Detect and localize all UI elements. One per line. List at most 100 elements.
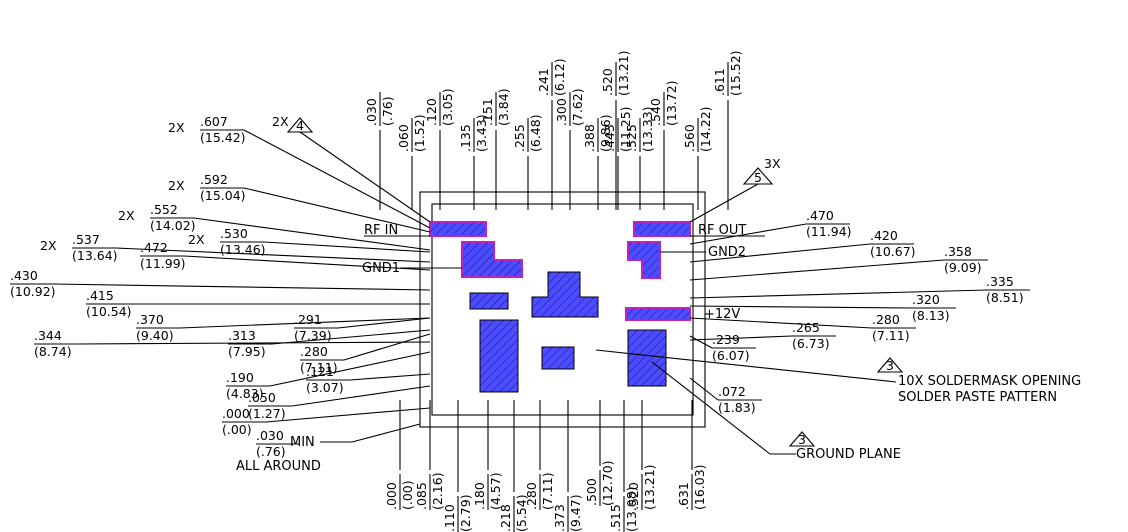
rf-in-pad bbox=[429, 221, 487, 237]
left-dim-mm: (.76) bbox=[256, 444, 286, 459]
left-dim-11: .291(7.39) bbox=[294, 312, 431, 343]
left-dim-15: .050(1.27) bbox=[248, 385, 431, 421]
right-dim-inch: .470 bbox=[806, 208, 834, 223]
note-4-multiplier: 2X bbox=[272, 114, 289, 129]
left-dim-7: .415(10.54) bbox=[86, 288, 430, 319]
top-dim-mm: (6.48) bbox=[528, 114, 543, 152]
top-dim-inch: .525 bbox=[624, 124, 639, 152]
bottom-dim-6: .373(9.47) bbox=[552, 494, 583, 532]
bottom-dim-mm: (9.47) bbox=[568, 494, 583, 532]
note-3-triangle-soldermask bbox=[876, 357, 904, 373]
left-dim-inch: .537 bbox=[72, 232, 100, 247]
left-dim-3: 2X .537(13.64) bbox=[40, 232, 431, 263]
ground-plane-pad-right bbox=[627, 329, 667, 387]
right-dim-inch: .265 bbox=[792, 320, 820, 335]
left-dim-9: .344(8.74) bbox=[34, 328, 431, 359]
right-dim-mm: (11.94) bbox=[806, 224, 852, 239]
left-dim-mm: (15.42) bbox=[200, 130, 246, 145]
note-3-triangle-ground bbox=[788, 431, 816, 447]
left-dim-inch: .592 bbox=[200, 172, 228, 187]
top-dim-mm: (.76) bbox=[380, 96, 395, 126]
top-dim-10: .520(13.21) bbox=[600, 50, 631, 96]
bottom-dim-mm: (.00) bbox=[400, 480, 415, 510]
bottom-dim-0: .000(.00) bbox=[384, 474, 415, 510]
right-dim-2: .358(9.09) bbox=[689, 244, 988, 281]
right-dim-inch: .239 bbox=[712, 332, 740, 347]
bottom-dim-inch: .085 bbox=[414, 482, 429, 510]
top-dim-7: .300(7.62) bbox=[554, 88, 585, 126]
all-around-label: ALL AROUND bbox=[236, 459, 321, 474]
top-dim-13: .560(14.22) bbox=[682, 106, 713, 152]
left-dim-multiplier: 2X bbox=[118, 208, 135, 223]
center-ground-pad bbox=[531, 271, 599, 318]
left-dim-8: .370(9.40) bbox=[136, 312, 431, 343]
top-dim-mm: (15.52) bbox=[728, 50, 743, 96]
small-pad-center bbox=[541, 346, 575, 370]
bottom-dim-10: .631(16.03) bbox=[676, 464, 707, 510]
top-dim-inch: .560 bbox=[682, 124, 697, 152]
left-dim-6: .430(10.92) bbox=[10, 268, 431, 299]
bottom-dim-mm: (13.08) bbox=[624, 486, 639, 532]
right-dim-1: .420(10.67) bbox=[689, 228, 916, 263]
package-outline-outer bbox=[419, 191, 706, 428]
small-pad-left bbox=[469, 292, 509, 310]
bottom-dim-mm: (2.79) bbox=[458, 494, 473, 532]
left-dim-0: 2X.607(15.42) bbox=[168, 114, 431, 229]
ground-plane-pad-left bbox=[479, 319, 519, 393]
bottom-dim-2: .110(2.79) bbox=[442, 494, 473, 532]
left-dim-multiplier: 2X bbox=[168, 178, 185, 193]
left-dim-inch: .415 bbox=[86, 288, 114, 303]
bottom-dim-mm: (5.54) bbox=[514, 494, 529, 532]
rf-out-pad bbox=[633, 221, 691, 237]
top-dim-12: .540(13.72) bbox=[648, 80, 679, 126]
bottom-dim-mm: (2.16) bbox=[430, 472, 445, 510]
left-dim-mm: (14.02) bbox=[150, 218, 196, 233]
gnd1-label: GND1 bbox=[362, 261, 400, 276]
left-dim-16: .000(.00) bbox=[222, 406, 431, 437]
left-dim-mm: (10.54) bbox=[86, 304, 132, 319]
bottom-dim-inch: .515 bbox=[608, 504, 623, 532]
right-dim-mm: (6.07) bbox=[712, 348, 750, 363]
bottom-dim-8: .515(13.08) bbox=[608, 486, 639, 532]
right-dim-inch: .320 bbox=[912, 292, 940, 307]
top-dim-mm: (13.21) bbox=[616, 50, 631, 96]
right-dim-3: .335(8.51) bbox=[689, 274, 1030, 305]
min-label: MIN bbox=[290, 435, 315, 450]
bottom-dim-5: .280(7.11) bbox=[524, 472, 555, 510]
solder-paste-note: SOLDER PASTE PATTERN bbox=[898, 390, 1057, 405]
left-dim-mm: (15.04) bbox=[200, 188, 246, 203]
left-dim-inch: .313 bbox=[228, 328, 256, 343]
v12-label: +12V bbox=[704, 307, 740, 322]
top-dim-14: .611(15.52) bbox=[712, 50, 743, 96]
left-dim-inch: .050 bbox=[248, 390, 276, 405]
note-5-number: 5 bbox=[754, 170, 762, 185]
left-dim-mm: (13.64) bbox=[72, 248, 118, 263]
left-dim-inch: .190 bbox=[226, 370, 254, 385]
top-dim-mm: (1.52) bbox=[412, 114, 427, 152]
top-dim-mm: (3.84) bbox=[496, 88, 511, 126]
left-dim-multiplier: 2X bbox=[40, 238, 57, 253]
bottom-dim-1: .085(2.16) bbox=[414, 472, 445, 510]
top-dim-inch: .520 bbox=[600, 68, 615, 96]
left-dim-inch: .344 bbox=[34, 328, 62, 343]
left-dim-multiplier: 2X bbox=[168, 120, 185, 135]
note-3-number-ground: 3 bbox=[798, 432, 806, 447]
left-dim-1: 2X .592(15.04) bbox=[168, 172, 431, 233]
right-dim-inch: .358 bbox=[944, 244, 972, 259]
top-dim-11: .525(13.33) bbox=[624, 106, 655, 152]
right-dim-mm: (1.83) bbox=[718, 400, 756, 415]
right-dim-5: .280(7.11) bbox=[689, 312, 916, 343]
left-dim-inch: .291 bbox=[294, 312, 322, 327]
top-dim-mm: (11.25) bbox=[618, 106, 633, 152]
left-dim-mm: (4.83) bbox=[226, 386, 264, 401]
bottom-dim-inch: .180 bbox=[472, 482, 487, 510]
bottom-dim-3: .180(4.57) bbox=[472, 472, 503, 510]
left-dimensions: 2X.607(15.42)2X.592(15.04)2X.552(14.02)2… bbox=[10, 114, 431, 459]
top-dim-5: .241(6.12) bbox=[536, 58, 567, 96]
top-dim-inch: .540 bbox=[648, 98, 663, 126]
right-dim-mm: (8.13) bbox=[912, 308, 950, 323]
gnd2-label: GND2 bbox=[708, 245, 746, 260]
left-dim-multiplier: 2X bbox=[188, 232, 205, 247]
top-dim-8: .388(9.86) bbox=[582, 114, 613, 152]
right-dim-4: .320(8.13) bbox=[689, 292, 956, 323]
